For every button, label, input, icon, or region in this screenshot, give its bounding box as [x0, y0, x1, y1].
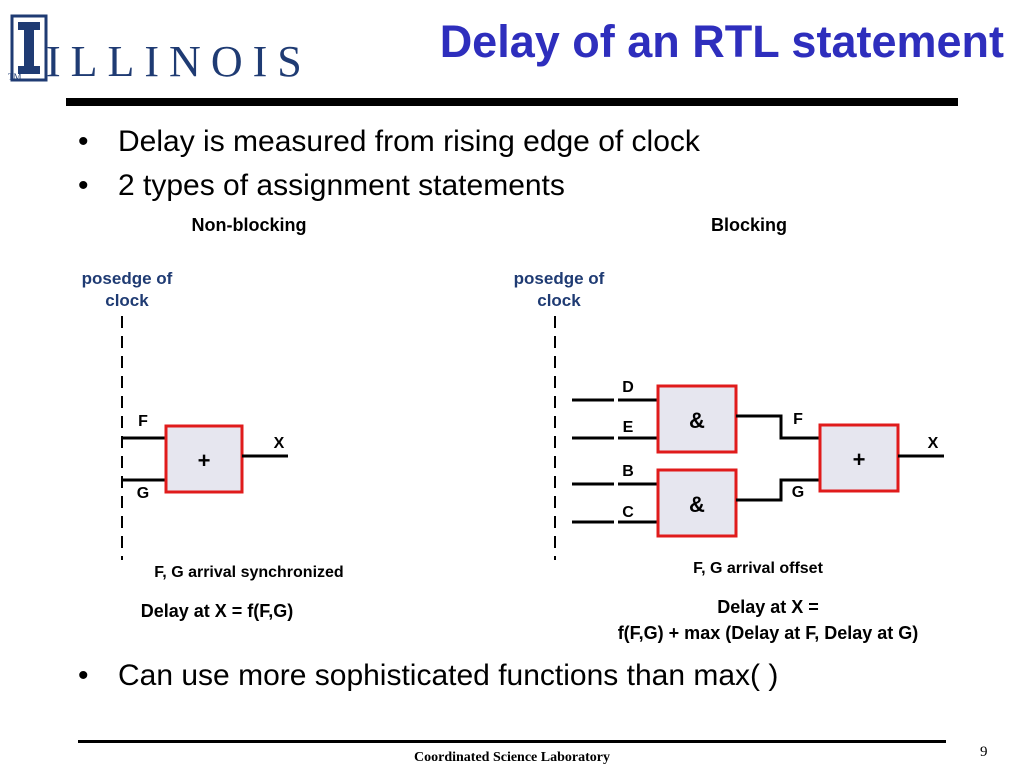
- illinois-logo: ILLINOIS TM: [4, 6, 302, 86]
- nb-clock-label-2: clock: [105, 291, 149, 310]
- b-clock-label-2: clock: [537, 291, 581, 310]
- b-delay-line-2: f(F,G) + max (Delay at F, Delay at G): [618, 623, 919, 643]
- bullet-marker: •: [78, 659, 89, 692]
- bullet-item: • Delay is measured from rising edge of c…: [78, 120, 700, 164]
- bullet-marker: •: [78, 125, 89, 158]
- bullet-text: 2 types of assignment statements: [118, 169, 565, 202]
- b-wire-g: [736, 478, 820, 502]
- slide-title: Delay of an RTL statement: [439, 16, 1004, 67]
- nb-delay-text: Delay at X = f(F,G): [141, 601, 294, 621]
- b-label-x: X: [928, 435, 939, 452]
- b-label-b: B: [622, 463, 634, 480]
- b-plus-symbol: +: [853, 447, 866, 472]
- b-delay-line-1: Delay at X =: [717, 597, 819, 617]
- footer-divider: [78, 740, 946, 743]
- bullet-item: • 2 types of assignment statements: [78, 164, 700, 208]
- b-caption: F, G arrival offset: [693, 560, 823, 577]
- b-label-g: G: [792, 484, 804, 501]
- nb-label-x: X: [274, 435, 285, 452]
- page-number: 9: [980, 744, 988, 760]
- nb-label-g: G: [137, 485, 149, 502]
- bullet-marker: •: [78, 169, 89, 202]
- b-and-gate-top: [656, 384, 738, 454]
- bullet-list-bottom: • Can use more sophisticated functions th…: [78, 654, 778, 698]
- title-divider: [66, 98, 958, 106]
- nb-plus-gate: [164, 424, 244, 494]
- nb-label-f: F: [138, 413, 148, 430]
- bullet-text: Delay is measured from rising edge of cl…: [118, 125, 700, 158]
- logo-trademark: TM: [8, 72, 22, 82]
- b-and-gate-bottom: [656, 468, 738, 538]
- bullet-text: Can use more sophisticated functions tha…: [118, 659, 779, 692]
- b-label-d: D: [622, 379, 634, 396]
- bullet-list: • Delay is measured from rising edge of c…: [78, 120, 700, 208]
- bullet-item: • Can use more sophisticated functions th…: [78, 654, 778, 698]
- b-clock-label-1: posedge of: [514, 269, 605, 288]
- b-label-f: F: [793, 411, 803, 428]
- nonblocking-heading: Non-blocking: [192, 215, 307, 235]
- b-wire-f: [736, 414, 820, 440]
- blocking-heading: Blocking: [711, 215, 787, 235]
- b-label-e: E: [623, 419, 634, 436]
- nb-clock-label-1: posedge of: [82, 269, 173, 288]
- b-and-symbol-top: &: [689, 408, 705, 433]
- b-label-c: C: [622, 504, 634, 521]
- illinois-block-i-icon: [10, 14, 48, 82]
- b-and-symbol-bottom: &: [689, 492, 705, 517]
- nb-plus-symbol: +: [198, 448, 211, 473]
- nb-caption: F, G arrival synchronized: [154, 564, 343, 581]
- b-plus-gate: [818, 423, 900, 493]
- footer-lab-name: Coordinated Science Laboratory: [414, 750, 610, 765]
- logo-wordmark: ILLINOIS: [46, 37, 312, 86]
